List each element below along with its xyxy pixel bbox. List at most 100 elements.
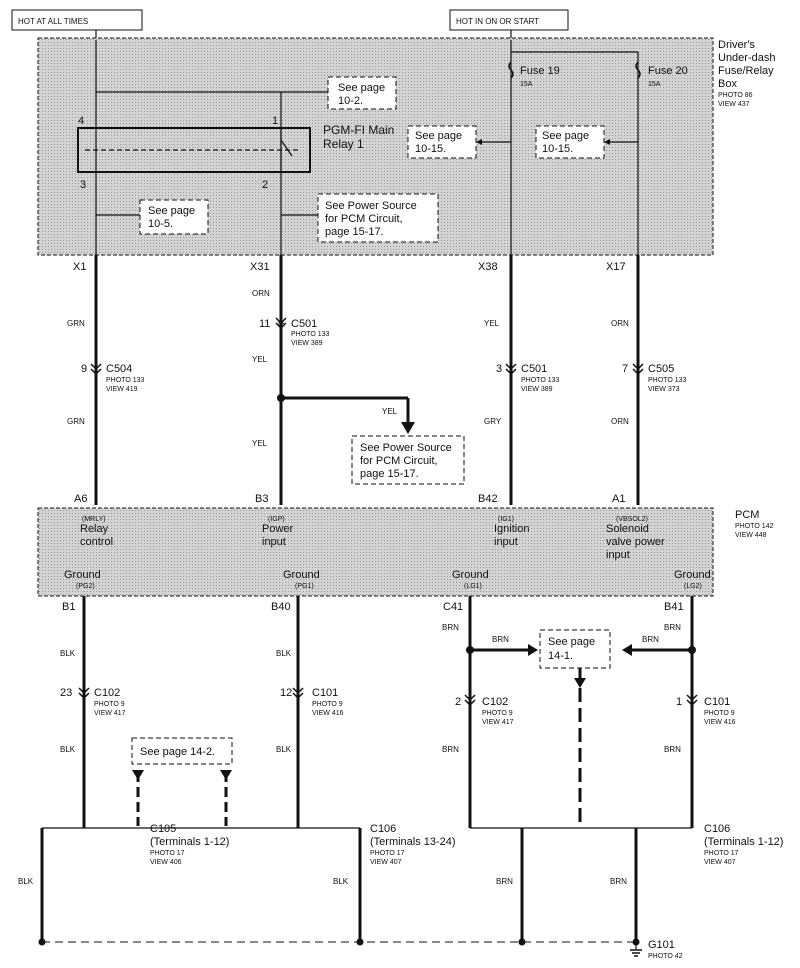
lower-wire-colors: BLK BLK BLK BLK BRN BRN BRN BRN BRN BRN — [60, 623, 681, 754]
svg-text:15A: 15A — [520, 81, 533, 88]
connector-marks-lower — [78, 687, 698, 707]
svg-text:G101: G101 — [648, 939, 675, 951]
svg-text:4: 4 — [78, 115, 84, 127]
svg-text:(Terminals 1-12): (Terminals 1-12) — [704, 836, 783, 848]
svg-text:(LG2): (LG2) — [684, 583, 702, 590]
svg-text:input: input — [494, 536, 518, 548]
svg-text:C105: C105 — [150, 823, 176, 835]
fuse-20: Fuse 20 15A — [635, 61, 688, 88]
lower-wires — [82, 596, 696, 828]
svg-text:10-15.: 10-15. — [415, 143, 446, 155]
svg-text:BLK: BLK — [333, 877, 349, 886]
svg-text:Fuse/Relay: Fuse/Relay — [718, 65, 774, 77]
ref-power-source-pcm: See Power Source for PCM Circuit, page 1… — [351, 435, 465, 485]
svg-text:C106: C106 — [704, 823, 730, 835]
svg-text:VIEW 406: VIEW 406 — [150, 859, 182, 866]
svg-text:10-5.: 10-5. — [148, 218, 173, 230]
svg-text:Relay: Relay — [80, 523, 109, 535]
svg-text:Ground: Ground — [64, 569, 101, 581]
svg-text:BRN: BRN — [642, 635, 659, 644]
svg-text:X17: X17 — [606, 261, 626, 273]
svg-text:page 15-17.: page 15-17. — [325, 226, 384, 238]
svg-text:VIEW 407: VIEW 407 — [704, 859, 736, 866]
svg-text:PHOTO 133: PHOTO 133 — [291, 331, 329, 338]
svg-text:BLK: BLK — [60, 649, 76, 658]
svg-text:23: 23 — [60, 687, 72, 699]
connector-c505: 7 C505 PHOTO 133 VIEW 373 — [622, 363, 686, 393]
svg-text:B3: B3 — [255, 493, 268, 505]
svg-text:14-1.: 14-1. — [548, 650, 573, 662]
svg-text:(PG2): (PG2) — [76, 583, 95, 590]
svg-text:BLK: BLK — [18, 877, 34, 886]
connector-c501-x31: ⪢ 11 C501 PHOTO 133 VIEW 389 — [259, 317, 329, 347]
svg-text:See page: See page — [415, 130, 462, 142]
svg-text:(MRLY): (MRLY) — [82, 516, 106, 523]
svg-text:PHOTO 9: PHOTO 9 — [482, 710, 513, 717]
pgm-fi-main-relay: PGM-FI Main Relay 1 4 1 3 2 — [77, 115, 394, 191]
svg-text:See page 14-2.: See page 14-2. — [140, 746, 215, 758]
ref-see-page-10-2: See page 10-2. — [327, 76, 397, 110]
svg-text:3: 3 — [80, 179, 86, 191]
upper-wire-colors: GRN GRN ORN YEL YEL YEL YEL GRY ORN ORN — [67, 289, 629, 448]
connector-c101-b41: 1 C101 PHOTO 9 VIEW 416 — [676, 696, 736, 726]
svg-text:(Terminals 13-24): (Terminals 13-24) — [370, 836, 456, 848]
svg-text:ORN: ORN — [252, 289, 270, 298]
top-terminal-labels: X1 X31 X38 X17 — [73, 261, 626, 273]
svg-text:PHOTO 17: PHOTO 17 — [150, 850, 185, 857]
svg-text:Fuse 19: Fuse 19 — [520, 65, 560, 77]
svg-text:10-2.: 10-2. — [338, 95, 363, 107]
svg-text:BRN: BRN — [610, 877, 627, 886]
svg-text:input: input — [606, 549, 630, 561]
svg-text:VIEW 407: VIEW 407 — [370, 859, 402, 866]
svg-text:PHOTO 42: PHOTO 42 — [648, 953, 683, 960]
svg-text:B1: B1 — [62, 601, 75, 613]
pcm-top-pins: A6 B3 B42 A1 — [74, 493, 625, 505]
svg-text:See Power Source: See Power Source — [325, 200, 417, 212]
ground-g101: G101 PHOTO 42 — [648, 939, 683, 960]
svg-text:Box: Box — [718, 78, 737, 90]
svg-text:PHOTO 17: PHOTO 17 — [370, 850, 405, 857]
svg-text:1: 1 — [676, 696, 682, 708]
pcm-inputs: (MRLY) Relay control (IGP) Power input (… — [80, 516, 665, 561]
svg-text:PHOTO 9: PHOTO 9 — [704, 710, 735, 717]
svg-text:C505: C505 — [648, 363, 674, 375]
svg-text:Ground: Ground — [674, 569, 711, 581]
svg-text:B41: B41 — [664, 601, 684, 613]
svg-text:BRN: BRN — [492, 635, 509, 644]
svg-text:VIEW 416: VIEW 416 — [312, 710, 344, 717]
svg-text:9: 9 — [81, 363, 87, 375]
svg-text:11: 11 — [259, 318, 270, 330]
hot-at-all-times-label: HOT AT ALL TIMES — [11, 9, 143, 31]
svg-text:C102: C102 — [482, 696, 508, 708]
svg-text:Solenoid: Solenoid — [606, 523, 649, 535]
ref-see-page-14-2: See page 14-2. — [131, 737, 233, 826]
svg-text:ORN: ORN — [611, 319, 629, 328]
svg-text:PHOTO 9: PHOTO 9 — [94, 701, 125, 708]
svg-text:BLK: BLK — [276, 745, 292, 754]
svg-text:for PCM Circuit,: for PCM Circuit, — [325, 213, 403, 225]
svg-text:See page: See page — [338, 82, 385, 94]
svg-text:(VBSOL2): (VBSOL2) — [616, 516, 648, 523]
svg-text:Power: Power — [262, 523, 294, 535]
pcm-label: PCM PHOTO 142 VIEW 448 — [735, 509, 773, 539]
svg-text:Ignition: Ignition — [494, 523, 529, 535]
svg-text:VIEW 373: VIEW 373 — [648, 386, 680, 393]
ground-bus — [38, 827, 692, 957]
connector-c106-1-12: C106 (Terminals 1-12) PHOTO 17 VIEW 407 — [704, 823, 783, 866]
ref-see-page-10-5: See page 10-5. — [139, 199, 209, 235]
svg-text:Driver's: Driver's — [718, 39, 755, 51]
ref-see-page-10-15-left: See page 10-15. — [407, 125, 477, 159]
svg-text:BLK: BLK — [276, 649, 292, 658]
ref-power-source-top: See Power Source for PCM Circuit, page 1… — [317, 193, 439, 243]
hot-in-on-label: HOT IN ON OR START — [449, 9, 569, 31]
svg-text:12: 12 — [280, 687, 292, 699]
svg-text:ORN: ORN — [611, 417, 629, 426]
svg-text:C501: C501 — [521, 363, 547, 375]
svg-text:PHOTO 17: PHOTO 17 — [704, 850, 739, 857]
svg-text:2: 2 — [455, 696, 461, 708]
svg-text:C101: C101 — [312, 687, 338, 699]
svg-text:X38: X38 — [478, 261, 498, 273]
svg-text:VIEW 389: VIEW 389 — [521, 386, 553, 393]
svg-text:GRN: GRN — [67, 417, 85, 426]
connector-c504: 9 C504 PHOTO 133 VIEW 419 — [81, 363, 144, 393]
